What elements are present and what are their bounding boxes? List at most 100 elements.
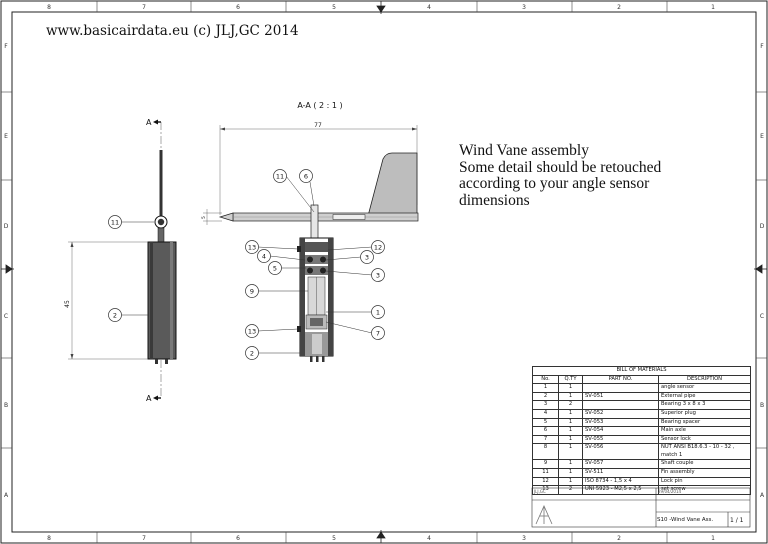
col-label-bottom: 6 — [236, 535, 240, 542]
tb-date: 29/04/2014 — [658, 489, 682, 494]
bom-description: Main axle — [657, 426, 752, 436]
row-label-right: A — [760, 492, 765, 499]
balloon-2: 2 — [113, 312, 117, 320]
col-label-bottom: 8 — [47, 535, 51, 542]
bom-qty: 1 — [558, 426, 583, 436]
col-label-top: 2 — [617, 4, 621, 11]
col-label-top: 6 — [236, 4, 240, 11]
row-label-right: C — [760, 313, 764, 320]
col-label-top: 1 — [711, 4, 715, 11]
bom-description: Bearing 3 x 8 x 3 — [657, 400, 752, 410]
bom-qty: 1 — [558, 476, 583, 487]
bom-description: External pipe — [657, 391, 752, 402]
bom-part-no: SV-054 — [582, 426, 659, 436]
dim-height: 45 — [64, 300, 71, 308]
bom-part-no: SV-056 — [582, 443, 659, 461]
bom-qty: 1 — [558, 383, 583, 393]
zone-labels: 8 7 6 5 4 3 2 1 8 7 6 5 4 3 2 1 F E D C … — [4, 4, 765, 542]
bom-description: NUT ANSI B18.6.3 - 10 - 32 , match 1 — [657, 443, 752, 461]
bom-no: 1 — [532, 383, 559, 393]
bom-description: set screw — [657, 485, 752, 495]
bom-qty: 1 — [558, 417, 583, 428]
bom-description: Bearing spacer — [657, 417, 752, 428]
col-label-top: 5 — [332, 4, 336, 11]
bom-qty: 1 — [558, 434, 583, 445]
row-label-right: E — [760, 133, 764, 140]
bom-part-no: ISO 8734 - 1,5 x 4 — [582, 476, 659, 487]
bom-part-no — [582, 383, 659, 393]
bom-no: 8 — [532, 443, 559, 461]
note-line: according to your angle sensor — [459, 175, 650, 192]
balloon-3-lower: 3 — [376, 272, 380, 280]
row-label-left: E — [4, 133, 8, 140]
bom-description: angle sensor — [657, 383, 752, 393]
bom-part-no: SV-511 — [582, 467, 659, 478]
bom-no: 7 — [532, 434, 559, 445]
note-line: dimensions — [459, 191, 530, 209]
balloon-13-bottom: 13 — [248, 328, 256, 336]
section-view: A-A ( 2 : 1 ) 77 5 — [201, 101, 419, 362]
col-label-top: 3 — [522, 4, 526, 11]
bom-qty: 1 — [558, 467, 583, 478]
dim-length: 77 — [314, 122, 322, 129]
bom-no: 12 — [532, 476, 559, 487]
bom-description: Sensor lock — [657, 434, 752, 445]
row-label-left: D — [4, 223, 9, 230]
col-label-bottom: 7 — [142, 535, 146, 542]
bom-header-row: No. Q.TY PART NO. DESCRIPTION — [532, 374, 752, 385]
logo-mark — [535, 505, 553, 525]
bom-part-no: SV-052 — [582, 408, 659, 419]
fin-edge — [159, 150, 163, 216]
note-line: Wind Vane assembly — [459, 142, 589, 159]
section-marker-top: A — [146, 118, 152, 127]
tb-author: JLJ,GC — [534, 489, 546, 494]
bom-description: Shaft couple — [657, 459, 752, 469]
bom-qty: 1 — [558, 459, 583, 469]
balloon-12: 12 — [374, 244, 382, 252]
bom-no: 4 — [532, 408, 559, 419]
bom-no: 9 — [532, 459, 559, 469]
assembly-note: Wind Vane assembly Some detail should be… — [459, 142, 719, 209]
section-marker-bottom: A — [146, 394, 152, 403]
bom-part-no: SV-051 — [582, 391, 659, 402]
bom-part-no: SV-055 — [582, 434, 659, 445]
drawing-title: S10 -Wind Vane Ass. — [657, 517, 714, 523]
bom-no: 11 — [532, 467, 559, 478]
row-label-right: B — [760, 402, 764, 409]
inner-frame — [11, 11, 757, 533]
sheet-number: 1 / 1 — [730, 517, 744, 524]
bom-description: Superior plug — [657, 408, 752, 419]
bom-description: Lock pin — [657, 476, 752, 487]
balloon-1: 1 — [376, 309, 380, 317]
section-title: A-A ( 2 : 1 ) — [297, 101, 342, 110]
bom-no: 6 — [532, 426, 559, 436]
balloon-7: 7 — [376, 330, 380, 338]
bom-qty: 1 — [558, 391, 583, 402]
bom-qty: 2 — [558, 400, 583, 410]
balloon-13-top: 13 — [248, 244, 256, 252]
bom-part-no — [582, 400, 659, 410]
row-label-left: B — [4, 402, 8, 409]
balloon-11-section: 11 — [276, 173, 284, 181]
bom-part-no: SV-053 — [582, 417, 659, 428]
bill-of-materials: BILL OF MATERIALS No. Q.TY PART NO. DESC… — [531, 366, 752, 495]
fin — [367, 152, 418, 217]
col-label-bottom: 1 — [711, 535, 715, 542]
header-title: www.basicairdata.eu (c) JLJ,GC 2014 — [46, 23, 299, 39]
bom-part-no: UNI 5923 - M2,5 x 2,5 — [582, 485, 659, 495]
col-label-bottom: 2 — [617, 535, 621, 542]
side-view: A A 45 11 2 — [64, 118, 177, 403]
bom-no: 3 — [532, 400, 559, 410]
balloon-11: 11 — [111, 219, 119, 227]
bom-qty: 2 — [558, 485, 583, 495]
